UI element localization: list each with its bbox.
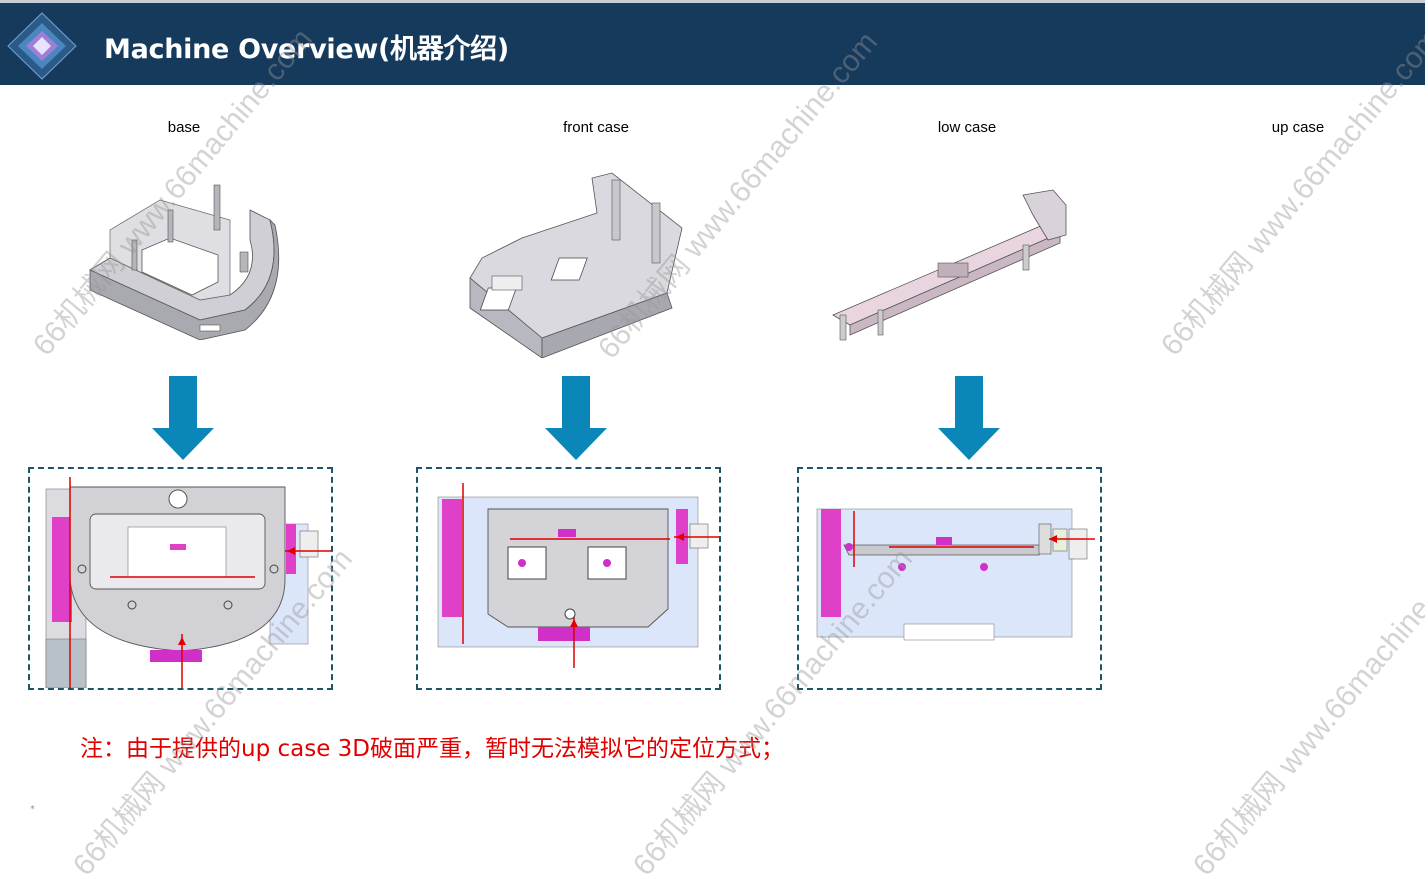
part-label-base: base	[167, 119, 201, 136]
slide-marker: *	[30, 804, 35, 815]
low-case-part-image	[832, 189, 1067, 341]
front-case-positioning-view	[416, 467, 721, 690]
watermark-text: 66机械网 www.66machine.com	[1186, 542, 1425, 882]
down-arrow-icon	[938, 376, 1000, 460]
part-label-low-case: low case	[937, 119, 997, 136]
part-label-front-case: front case	[563, 119, 629, 136]
slide-header: Machine Overview(机器介绍)	[0, 3, 1425, 85]
base-positioning-view	[28, 467, 333, 690]
page-title: Machine Overview(机器介绍)	[104, 34, 509, 65]
front-case-part-image	[469, 172, 683, 358]
low-case-positioning-view	[797, 467, 1102, 690]
base-part-image	[89, 184, 280, 340]
diamond-logo-icon	[7, 12, 77, 80]
top-border	[0, 0, 1425, 3]
note-text: 注：由于提供的up case 3D破面严重，暂时无法模拟它的定位方式；	[80, 736, 785, 762]
down-arrow-icon	[545, 376, 607, 460]
part-label-up-case: up case	[1271, 119, 1325, 136]
down-arrow-icon	[152, 376, 214, 460]
